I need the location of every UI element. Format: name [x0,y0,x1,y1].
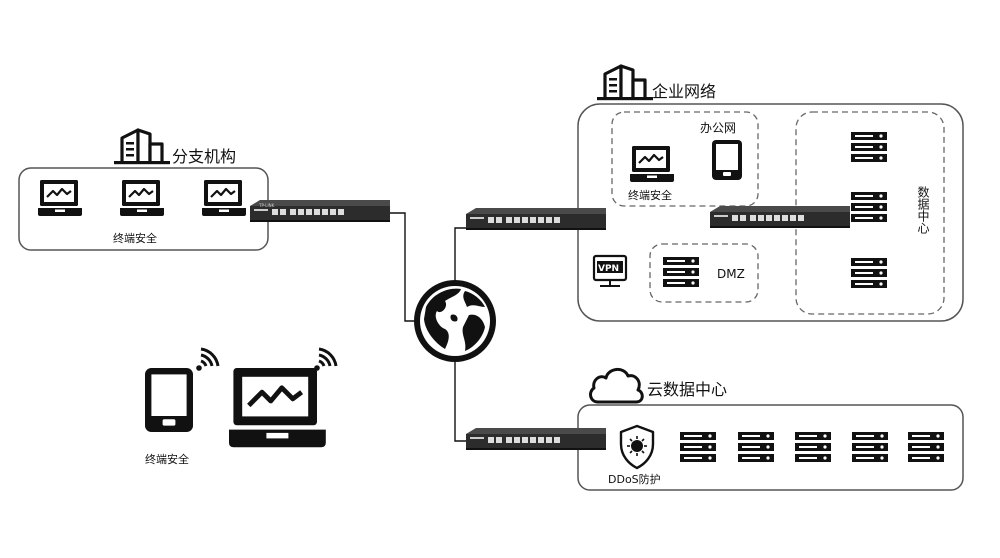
enterprise-title: 企业网络 [652,82,716,101]
dmz-zone [649,243,759,303]
server-icon [795,432,831,462]
laptop-icon [200,178,248,218]
link-globe-to-cloud [454,362,470,442]
server-icon [663,257,699,287]
wifi-icon [312,347,338,373]
globe-icon [414,280,496,362]
router-icon [466,208,606,230]
laptop-icon [36,178,84,218]
laptop-icon [118,178,166,218]
link-globe-to-enterprise [454,227,470,281]
server-icon [852,432,888,462]
server-icon [680,432,716,462]
shield-virus-icon [619,424,655,470]
enterprise-panel: 企业网络 办公网 终端安全 VPN DMZ 数据中心 [577,64,964,322]
router-brand: TP-LINK [258,203,275,208]
link-branch-to-globe [390,212,414,322]
mobile-endpoints: 终端安全 [145,347,338,466]
server-icon [908,432,944,462]
laptop-icon [229,368,326,447]
server-icon [851,132,887,162]
building-icon [595,64,655,102]
datacenter-label: 数据中心 [916,185,930,234]
cloud-icon [589,368,644,404]
branch-endpoint-label: 终端安全 [113,231,157,245]
tablet-icon [145,368,193,432]
branch-panel: 分支机构 终端安全 [18,128,269,251]
vpn-label: VPN [598,264,619,274]
server-icon [851,192,887,222]
dmz-label: DMZ [717,267,745,281]
branch-title: 分支机构 [172,147,236,166]
router-icon [710,206,850,228]
building-icon [112,128,172,166]
router-icon [466,428,606,450]
tablet-icon [712,140,742,180]
server-icon [738,432,774,462]
cloud-panel: 云数据中心 DDoS防护 [577,368,964,491]
wifi-icon [194,347,220,373]
laptop-icon [628,144,676,184]
ddos-label: DDoS防护 [608,472,661,486]
vpn-icon [592,254,628,287]
office-endpoint-label: 终端安全 [628,188,672,202]
server-icon [851,258,887,288]
office-label: 办公网 [700,120,736,135]
mobile-endpoint-label: 终端安全 [145,452,189,466]
cloud-title: 云数据中心 [647,380,727,399]
office-zone [611,111,759,207]
